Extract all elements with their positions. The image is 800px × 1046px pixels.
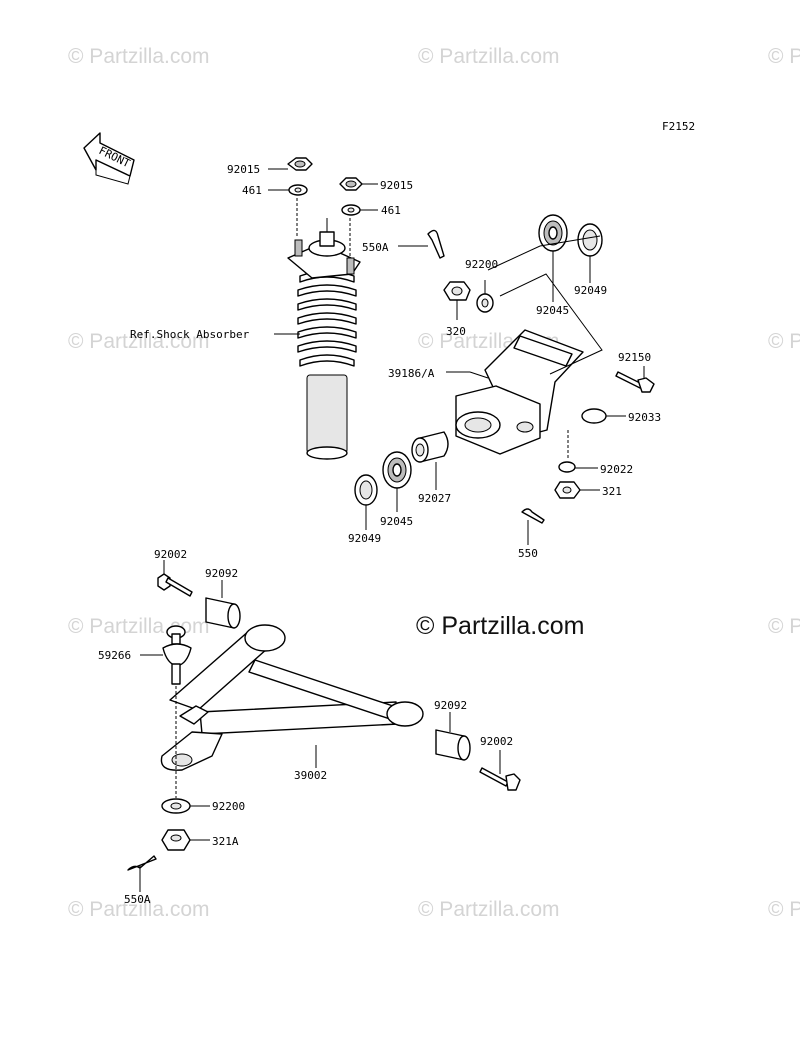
part-number-label: 550A (124, 893, 151, 906)
brand-caption: © Partzilla.com (416, 612, 584, 640)
part-number-label: 92027 (418, 492, 451, 505)
castle-nut-321A (161, 829, 191, 851)
figure-code: F2152 (662, 120, 695, 133)
watermark: © Partzilla.com (68, 330, 210, 353)
watermark: © Partzilla.com (768, 45, 800, 68)
watermark: © Partzilla.com (768, 615, 800, 638)
part-number-label: 39002 (294, 769, 327, 782)
part-number-label: 39186/A (388, 367, 435, 380)
castle-nut-320 (443, 281, 471, 301)
part-number-label: 92015 (380, 179, 413, 192)
part-number-label: 550 (518, 547, 538, 560)
part-number-label: 92002 (480, 735, 513, 748)
watermark: © Partzilla.com (768, 898, 800, 921)
leader-line (487, 235, 601, 271)
part-number-label: 92022 (600, 463, 633, 476)
watermark-grid: © Partzilla.com © Partzilla.com © Partzi… (68, 45, 800, 921)
bolt-92150 (615, 371, 655, 393)
shock-absorber (287, 218, 361, 460)
watermark: © Partzilla.com (418, 898, 560, 921)
part-number-label: 92002 (154, 548, 187, 561)
bolt-92002-left (157, 573, 193, 597)
bushing-92092-left (205, 597, 241, 629)
leader-line (499, 273, 603, 375)
part-labels: 92015 461 92015 461 550A 92200 92045 920… (98, 163, 661, 906)
castle-nut-321 (554, 481, 581, 499)
callout-leaders (139, 168, 645, 892)
nut-92015-right (339, 177, 363, 191)
front-arrow-icon: FRONT (83, 132, 135, 185)
bearing-92045-bottom (382, 451, 412, 489)
bolt-92002-right (479, 767, 521, 791)
part-number-label: 59266 (98, 649, 131, 662)
watermark: © Partzilla.com (68, 898, 210, 921)
circlip-92033 (581, 408, 607, 424)
part-number-label: 92045 (536, 304, 569, 317)
cotter-pin-550A-top (427, 229, 445, 259)
watermark: © Partzilla.com (418, 45, 560, 68)
a-arm-39002 (160, 624, 424, 771)
part-number-label: 321 (602, 485, 622, 498)
watermark: © Partzilla.com (68, 45, 210, 68)
part-number-label: 92015 (227, 163, 260, 176)
part-number-label: 92033 (628, 411, 661, 424)
part-number-label: 92045 (380, 515, 413, 528)
seal-92049-bottom (354, 474, 378, 506)
part-number-label: 92200 (465, 258, 498, 271)
part-number-label: 550A (362, 241, 389, 254)
part-number-label: 92200 (212, 800, 245, 813)
part-number-label: 92092 (434, 699, 467, 712)
watermark: © Partzilla.com (68, 615, 210, 638)
seal-92049-top (577, 223, 603, 257)
part-number-label: 92150 (618, 351, 651, 364)
washer-92022 (558, 461, 576, 473)
watermark: © Partzilla.com (768, 330, 800, 353)
part-number-label: 461 (381, 204, 401, 217)
cotter-pin-550A-bottom (127, 855, 157, 871)
bearing-92045-top (538, 214, 568, 252)
part-number-label: 92092 (205, 567, 238, 580)
ball-joint-59266 (162, 625, 192, 685)
bushing-92092-right (435, 729, 471, 761)
part-number-label: 320 (446, 325, 466, 338)
part-number-label: 92049 (574, 284, 607, 297)
part-number-label: 321A (212, 835, 239, 848)
spacer-92027 (411, 431, 449, 463)
cotter-pin-550 (521, 508, 545, 524)
nut-92015-left (287, 157, 313, 171)
part-number-label: 461 (242, 184, 262, 197)
part-number-label: 92049 (348, 532, 381, 545)
part-number-label: Ref.Shock Absorber (130, 328, 250, 341)
knuckle-39186 (455, 329, 584, 455)
